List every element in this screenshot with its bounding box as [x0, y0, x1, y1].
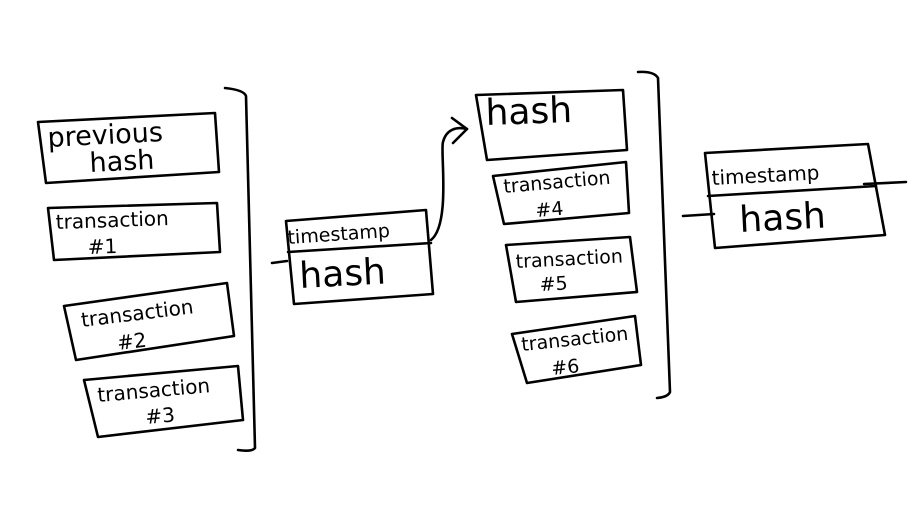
transaction-6-number: #6 — [550, 355, 580, 380]
transaction-box-5: transaction #5 — [504, 235, 639, 304]
previous-hash-label-line1: previous — [47, 117, 164, 154]
link-1-connector — [270, 259, 289, 265]
transaction-box-4: transaction #4 — [491, 160, 631, 226]
block-1-bracket — [223, 86, 257, 452]
link-2-connector — [681, 212, 716, 218]
link-2-outgoing-line — [862, 180, 908, 186]
link-2: timestamp hash — [681, 142, 908, 250]
transaction-4-label: transaction — [503, 167, 612, 198]
transaction-4-number: #4 — [535, 198, 565, 222]
previous-hash-box: previous hash — [36, 111, 221, 185]
hash-header-box: hash — [474, 88, 629, 162]
link-1-box — [284, 208, 435, 306]
link-2-divider — [706, 184, 878, 198]
link-2-box — [703, 142, 887, 250]
previous-hash-label-line2: hash — [89, 145, 155, 179]
link-1-hash-label: hash — [298, 252, 386, 297]
transaction-2-label: transaction — [80, 294, 195, 332]
link-1-arrow — [429, 126, 469, 242]
link-1-timestamp-label: timestamp — [287, 220, 391, 249]
transaction-1-number: #1 — [87, 234, 117, 259]
transaction-6-label: transaction — [520, 323, 629, 356]
link-1-divider — [286, 241, 433, 254]
block-2-hash-label: hash — [485, 90, 573, 134]
transaction-1-label: transaction — [55, 206, 169, 234]
transaction-5-label: transaction — [515, 245, 623, 273]
transaction-box-2: transaction #2 — [62, 281, 236, 362]
transaction-3-number: #3 — [144, 403, 175, 429]
transaction-box-1: transaction #1 — [46, 201, 222, 262]
link-2-hash-label: hash — [738, 196, 826, 241]
transaction-2-number: #2 — [116, 328, 148, 355]
link-2-timestamp-label: timestamp — [711, 160, 820, 190]
block-2-bracket — [636, 70, 672, 400]
link-1: timestamp hash — [270, 116, 469, 306]
block-2: hash transaction #4 transaction #5 trans… — [474, 70, 672, 400]
block-1: previous hash transaction #1 transaction… — [36, 86, 257, 452]
transaction-5-number: #5 — [539, 273, 568, 296]
transaction-box-3: transaction #3 — [82, 364, 245, 439]
transaction-box-6: transaction #6 — [510, 314, 643, 385]
link-1-arrowhead — [450, 116, 469, 145]
